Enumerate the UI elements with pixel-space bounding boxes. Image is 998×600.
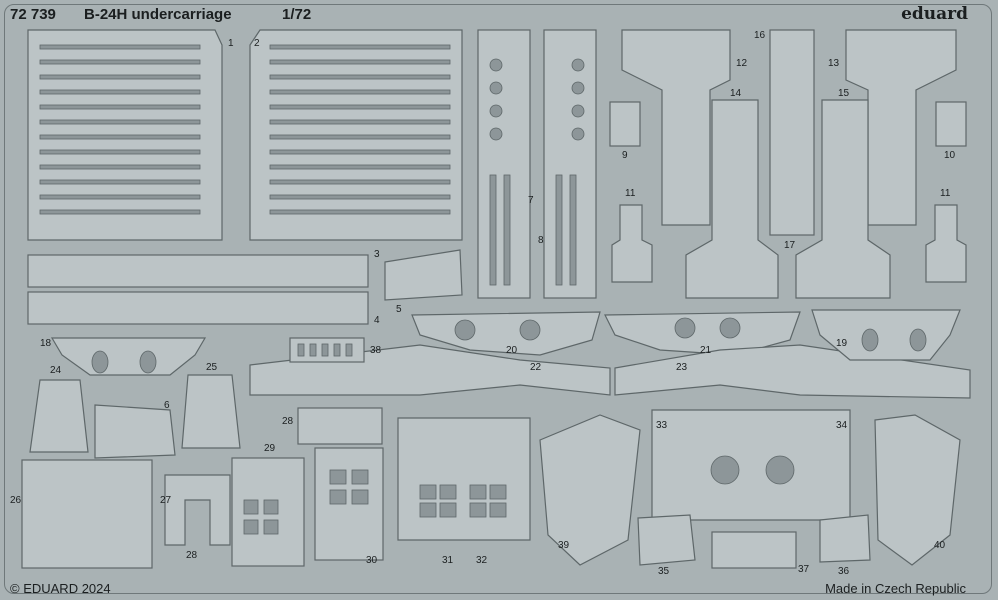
part-number: 29 (264, 443, 276, 454)
part-number: 25 (206, 362, 218, 373)
part-13-bay (845, 29, 957, 226)
part-number: 35 (658, 566, 670, 577)
part-number: 26 (10, 495, 22, 506)
part-number: 1 (228, 38, 234, 49)
part-18-plate (50, 337, 207, 376)
copyright-text: © EDUARD 2024 (10, 581, 111, 596)
part-24-plate (29, 379, 89, 453)
part-number: 34 (836, 420, 848, 431)
part-number: 5 (396, 304, 402, 315)
part-number: 27 (160, 495, 172, 506)
part-14-bay (685, 99, 779, 299)
part-25-plate (181, 374, 241, 449)
part-number: 8 (538, 235, 544, 246)
part-number: 21 (700, 345, 712, 356)
part-number: 28 (186, 550, 198, 561)
part-number: 4 (374, 315, 380, 326)
part-number: 12 (736, 58, 748, 69)
part-3-strip (27, 254, 369, 288)
part-number: 30 (366, 555, 378, 566)
part-number: 10 (944, 150, 956, 161)
sheet-code: 72 739 (10, 6, 56, 23)
part-10-bracket (935, 101, 967, 147)
part-number: 9 (622, 150, 628, 161)
part-number: 37 (798, 564, 810, 575)
sheet-scale: 1/72 (282, 6, 312, 23)
part-30-panel (314, 447, 384, 561)
part-number: 18 (40, 338, 52, 349)
part-37-tab (711, 531, 797, 569)
part-number: 17 (784, 240, 796, 251)
part-12-bay (621, 29, 731, 226)
part-number: 32 (476, 555, 488, 566)
part-number: 38 (370, 345, 382, 356)
part-number: 11 (625, 188, 636, 199)
part-number: 40 (934, 540, 946, 551)
brand-logo-text: eduard (901, 4, 968, 24)
part-39-door (539, 414, 641, 566)
part-9-bracket (609, 101, 641, 147)
part-36-plate (819, 514, 871, 563)
part-6-plate (94, 404, 176, 459)
part-15-bay (795, 99, 891, 299)
part-number: 15 (838, 88, 850, 99)
part-number: 14 (730, 88, 742, 99)
part-28-bracket (297, 407, 383, 445)
part-number: 23 (676, 362, 688, 373)
part-number: 33 (656, 420, 668, 431)
part-number: 24 (50, 365, 62, 376)
part-11-right (925, 204, 967, 283)
part-number: 13 (828, 58, 840, 69)
part-31-bay (397, 417, 531, 541)
part-number: 28 (282, 416, 294, 427)
part-number: 6 (164, 400, 170, 411)
part-33-bay (651, 409, 851, 521)
part-number: 2 (254, 38, 260, 49)
part-number: 39 (558, 540, 570, 551)
part-number: 3 (374, 249, 380, 260)
part-number: 22 (530, 362, 542, 373)
fret-frame (4, 4, 992, 594)
part-35-plate (637, 514, 696, 566)
part-number: 16 (754, 30, 766, 41)
part-5-panel (384, 249, 463, 301)
part-number: 31 (442, 555, 454, 566)
part-number: 36 (838, 566, 850, 577)
part-4-strip (27, 291, 369, 325)
part-number: 7 (528, 195, 534, 206)
sheet-title: B-24H undercarriage (84, 6, 232, 23)
part-27-part (164, 474, 231, 546)
part-number: 20 (506, 345, 518, 356)
part-11-left (611, 204, 653, 283)
part-number: 11 (940, 188, 951, 199)
part-16-strip (769, 29, 815, 236)
part-40-door (874, 414, 961, 566)
part-8-frame (543, 29, 597, 299)
origin-text: Made in Czech Republic (825, 581, 966, 596)
part-number: 19 (836, 338, 848, 349)
part-26-panel (21, 459, 153, 569)
